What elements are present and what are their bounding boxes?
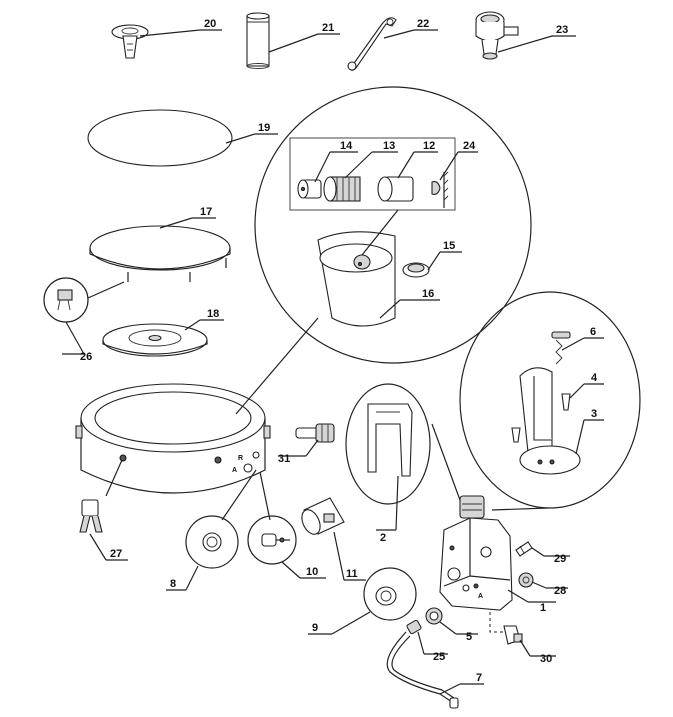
callout-10: 10 — [306, 566, 318, 578]
callout-13: 13 — [383, 140, 395, 152]
marking-a: A — [232, 467, 237, 474]
part-9-gasket — [363, 567, 417, 621]
callout-25: 25 — [433, 651, 445, 663]
part-19-disc — [87, 109, 233, 167]
callout-11: 11 — [346, 568, 358, 580]
part-20-valve-cap — [111, 24, 149, 59]
callout-21: 21 — [322, 22, 334, 34]
callout-2: 2 — [380, 532, 386, 544]
callout-20: 20 — [204, 18, 216, 30]
callout-23: 23 — [556, 24, 568, 36]
main-tub-body: R A — [75, 383, 271, 494]
callout-17: 17 — [200, 206, 212, 218]
detail-ellipse-pump-housing — [459, 291, 641, 509]
part-17-cover — [89, 225, 231, 282]
callout-12: 12 — [423, 140, 435, 152]
part-26-clip-detail — [43, 277, 125, 323]
callout-4: 4 — [591, 372, 598, 384]
callout-30: 30 — [540, 653, 552, 665]
callout-31: 31 — [278, 453, 290, 465]
detail-circle-filter-housing — [254, 86, 532, 364]
part-1-pump-unit: A — [439, 495, 513, 611]
callout-7: 7 — [476, 672, 482, 684]
part-23-connector-valve — [475, 11, 519, 60]
callout-18: 18 — [207, 308, 219, 320]
part-7-hose — [386, 631, 459, 709]
callout-24: 24 — [463, 140, 476, 152]
part-25-hose-fitting — [406, 619, 422, 635]
part-12-cartridge — [377, 176, 414, 202]
part-18-base-plate — [102, 323, 208, 357]
callout-5: 5 — [466, 631, 472, 643]
part-28-cap — [518, 572, 534, 588]
part-22-wrench — [347, 17, 397, 71]
callout-9: 9 — [312, 622, 318, 634]
part-11-sleeve — [301, 497, 345, 535]
part-5-nut — [425, 607, 443, 625]
callout-1: 1 — [540, 602, 546, 614]
part-15-plug — [402, 262, 430, 278]
callout-26: 26 — [80, 351, 92, 363]
callout-8: 8 — [170, 578, 176, 590]
part-13-filter-mesh — [323, 176, 361, 202]
part-8-gasket — [185, 515, 239, 569]
part-2-frame-detail — [345, 383, 431, 505]
part-24-nozzle — [431, 171, 449, 208]
callout-28: 28 — [554, 585, 566, 597]
part-14-end-cap — [297, 179, 322, 199]
part-29-fitting — [515, 541, 533, 557]
marking-r: R — [238, 455, 243, 462]
callout-15: 15 — [443, 240, 455, 252]
marking-a2: A — [478, 593, 483, 600]
part-21-filter-cylinder — [246, 12, 270, 69]
part-31-connector — [295, 423, 335, 443]
callout-29: 29 — [554, 553, 566, 565]
callout-27: 27 — [110, 548, 122, 560]
part-30-elbow — [489, 612, 523, 645]
callout-6: 6 — [590, 326, 596, 338]
callout-14: 14 — [340, 140, 353, 152]
callout-19: 19 — [258, 122, 270, 134]
callout-3: 3 — [591, 408, 597, 420]
callout-16: 16 — [422, 288, 434, 300]
callout-22: 22 — [417, 18, 429, 30]
part-27-bracket — [79, 499, 103, 533]
part-10-valve-detail — [247, 515, 297, 565]
